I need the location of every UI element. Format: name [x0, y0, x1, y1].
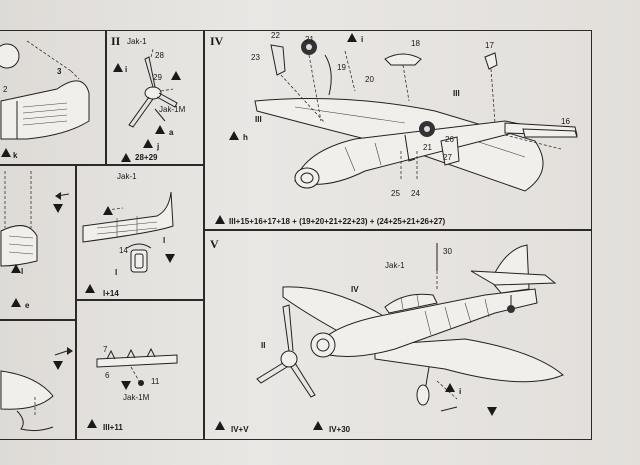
part-22-label: 22: [271, 31, 280, 40]
warning-down-icon: [487, 407, 497, 416]
panel-left-mid: l e: [0, 165, 76, 320]
panel-left-bottom: [0, 320, 76, 440]
part-28-label: 28: [155, 51, 164, 60]
part-23-label: 23: [251, 53, 260, 62]
aircraft-jak1-label: Jak-1: [117, 172, 137, 181]
aircraft-jak1-label: Jak-1: [385, 261, 405, 270]
step-number-v: V: [210, 237, 219, 251]
part-7-label: 7: [103, 345, 108, 354]
glue-warning-icon: [347, 33, 357, 42]
part-24-label: 24: [411, 189, 420, 198]
warning-down-icon: [121, 381, 131, 390]
part-21b-label: 21: [423, 143, 432, 152]
step-e-label: e: [25, 301, 30, 310]
aircraft-jak1m-label: Jak-1M: [159, 105, 186, 114]
glue-warning-icon: [445, 383, 455, 392]
glue-warning-icon: [103, 206, 113, 215]
panel-ii-footer: 28+29: [135, 153, 158, 162]
tail-section-drawing: [0, 171, 70, 267]
step-j-label: j: [157, 142, 160, 151]
part-29-label: 29: [153, 73, 162, 82]
panel-ii: II Jak-1 28 29 Jak-1M i a j 28+29: [106, 30, 204, 165]
step-number-iv: IV: [210, 34, 224, 48]
step-a-label: a: [169, 128, 174, 137]
glue-warning-icon: [121, 153, 131, 162]
glue-warning-icon: [11, 298, 21, 307]
part-2-label: 2: [3, 85, 8, 94]
aircraft-final-assembly-drawing: [256, 243, 564, 412]
part-17-label: 17: [485, 41, 494, 50]
part-18-label: 18: [411, 39, 420, 48]
part-30-label: 30: [443, 247, 452, 256]
step-number-ii: II: [111, 34, 121, 48]
panel-left-top: 3 2 k: [0, 30, 106, 165]
panel-iv: IV: [204, 30, 592, 230]
part-20-label: 20: [365, 75, 374, 84]
warning-down-icon: [53, 204, 63, 213]
panel-v-footer-b: IV+30: [329, 425, 351, 434]
glue-warning-icon: [85, 284, 95, 293]
part-25-label: 25: [391, 189, 400, 198]
warning-down-icon: [165, 254, 175, 263]
step-i-label: i: [459, 387, 462, 396]
part-14-label: 14: [119, 246, 128, 255]
glue-warning-icon: [229, 131, 239, 140]
sub-step-iv-label: IV: [351, 285, 359, 294]
glue-warning-icon: [11, 264, 21, 273]
glue-warning-icon: [113, 63, 123, 72]
glue-warning-icon: [171, 71, 181, 80]
fuselage-side-drawing: [82, 191, 174, 273]
aircraft-jak1-label: Jak-1: [127, 37, 147, 46]
step-i-label: i: [125, 65, 128, 74]
assembly-formula: III+15+16+17+18 + (19+20+21+22+23) + (24…: [229, 217, 446, 226]
step-l-label: l: [163, 236, 166, 245]
part-6-label: 6: [105, 371, 110, 380]
panel-v: V: [204, 230, 592, 440]
glue-warning-icon: [215, 421, 225, 430]
step-l-label: l: [21, 267, 24, 276]
part-3-label: 3: [57, 67, 62, 76]
step-l-label-b: l: [115, 268, 118, 277]
sub-step-iii-b-label: III: [453, 89, 460, 98]
aircraft-jak1m-label: Jak-1M: [123, 393, 150, 402]
step-i-label: i: [361, 35, 364, 44]
part-21-label: 21: [305, 35, 314, 44]
panel-jak1-footer: l+14: [103, 289, 119, 298]
wing-underside-drawing: [0, 347, 73, 432]
panel-v-footer-a: IV+V: [231, 425, 249, 434]
step-k-label: k: [13, 151, 18, 160]
propeller-drawing: [128, 48, 178, 128]
glue-warning-icon: [143, 139, 153, 148]
panel-jak1m-footer: III+11: [103, 423, 123, 432]
panel-jak1m-exhaust: 7 6 11 Jak-1M III+11: [76, 300, 204, 440]
sub-step-ii-label: II: [261, 341, 266, 350]
fuselage-rear-drawing: [0, 40, 90, 140]
step-h-label: h: [243, 133, 248, 142]
glue-warning-icon: [215, 215, 225, 224]
part-27-label: 27: [443, 153, 452, 162]
part-11-label: 11: [151, 377, 160, 386]
part-26-label: 26: [445, 135, 454, 144]
glue-warning-icon: [87, 419, 97, 428]
glue-warning-icon: [1, 148, 11, 157]
panel-jak1-canopy: Jak-1 14 l l l+14: [76, 165, 204, 300]
part-19-label: 19: [337, 63, 346, 72]
glue-warning-icon: [313, 421, 323, 430]
exhaust-drawing: [96, 347, 178, 386]
aircraft-underside-assembly-drawing: [254, 39, 578, 192]
warning-down-icon: [53, 361, 63, 370]
part-16-label: 16: [561, 117, 570, 126]
sub-step-iii-label: III: [255, 115, 262, 124]
glue-warning-icon: [155, 125, 165, 134]
